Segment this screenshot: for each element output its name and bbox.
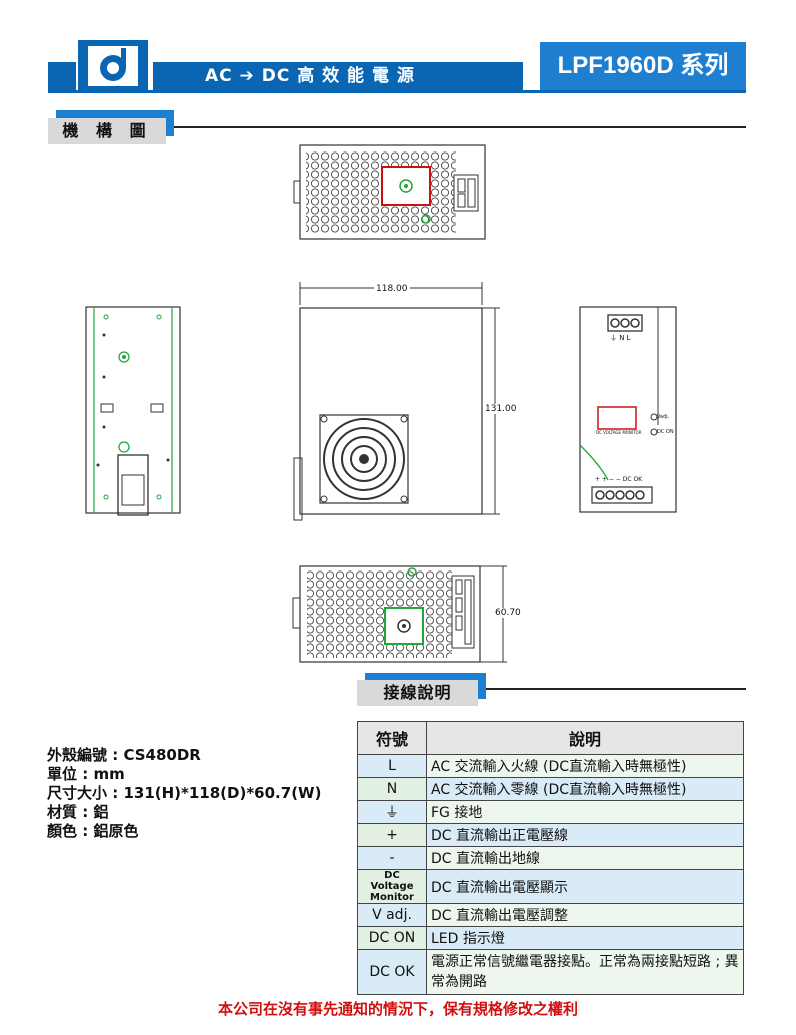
row-desc: DC 直流輸出電壓顯示 [426, 869, 744, 904]
row-desc: FG 接地 [426, 800, 744, 824]
row-desc: DC 直流輸出電壓調整 [426, 903, 744, 927]
row-desc: AC 交流輸入火線 (DC直流輸入時無極性) [426, 754, 744, 778]
header-square [48, 62, 76, 90]
header-divider [48, 90, 746, 93]
width-dimension: 118.00 [374, 284, 410, 294]
case-no: 外殼編號 : CS480DR [47, 746, 201, 764]
row-desc: DC 直流輸出地線 [426, 846, 744, 870]
top-view-drawing [293, 144, 486, 240]
monitor-label: DC VOLTAGE MONITOR [596, 430, 642, 435]
depth-dimension: 60.70 [494, 608, 522, 618]
front-view-drawing [293, 282, 500, 521]
dc-on-label: DC ON [657, 429, 674, 435]
table-row: ⏚FG 接地 [357, 800, 744, 824]
section-title-wiring: 接線說明 [357, 680, 478, 706]
header-symbol: 符號 [357, 721, 427, 755]
header-title-bar: AC ➔ DC 高 效 能 電 源 [153, 62, 523, 90]
table-row: V adj.DC 直流輸出電壓調整 [357, 903, 744, 927]
bottom-terminal-labels: + + − − DC OK [595, 476, 643, 483]
case-specs: 外殼編號 : CS480DR 單位 : mm 尺寸大小 : 131(H)*118… [47, 746, 347, 841]
row-symbol: + [357, 823, 427, 847]
section-title-mechanical: 機 構 圖 [48, 118, 166, 144]
row-symbol: DC OK [357, 949, 427, 995]
row-symbol: V adj. [357, 903, 427, 927]
material: 材質 : 鋁 [47, 803, 109, 821]
vadj-label: Vadj. [657, 414, 670, 420]
header-title: AC ➔ DC 高 效 能 電 源 [205, 66, 415, 86]
row-desc: 電源正常信號繼電器接點。正常為兩接點短路 ; 異常為開路 [426, 949, 744, 995]
row-desc: AC 交流輸入零線 (DC直流輸入時無極性) [426, 777, 744, 801]
height-dimension: 131.00 [484, 404, 518, 414]
side-view-drawing [85, 306, 181, 516]
size: 尺寸大小 : 131(H)*118(D)*60.7(W) [47, 784, 322, 802]
series-badge: LPF1960D 系列 [540, 42, 746, 90]
section-rule-wiring [486, 688, 746, 690]
table-header: 符號 說明 [357, 721, 744, 755]
color: 顏色 : 鋁原色 [47, 822, 139, 840]
row-symbol: L [357, 754, 427, 778]
row-symbol: DC ON [357, 926, 427, 950]
row-symbol: DC Voltage Monitor [357, 869, 427, 904]
terminal-labels-top: ⏚ N L [610, 334, 631, 342]
section-rule [174, 126, 746, 128]
row-symbol: - [357, 846, 427, 870]
bottom-view-drawing [292, 565, 507, 663]
row-desc: LED 指示燈 [426, 926, 744, 950]
unit: 單位 : mm [47, 765, 125, 783]
row-symbol: ⏚ [357, 800, 427, 824]
footer-notice: 本公司在沒有事先通知的情況下，保有規格修改之權利 [217, 1000, 578, 1018]
table-row: +DC 直流輸出正電壓線 [357, 823, 744, 847]
row-symbol: N [357, 777, 427, 801]
panel-view-drawing [579, 306, 677, 513]
row-desc: DC 直流輸出正電壓線 [426, 823, 744, 847]
header-desc: 說明 [426, 721, 744, 755]
brand-logo [78, 40, 148, 90]
table-row: -DC 直流輸出地線 [357, 846, 744, 870]
